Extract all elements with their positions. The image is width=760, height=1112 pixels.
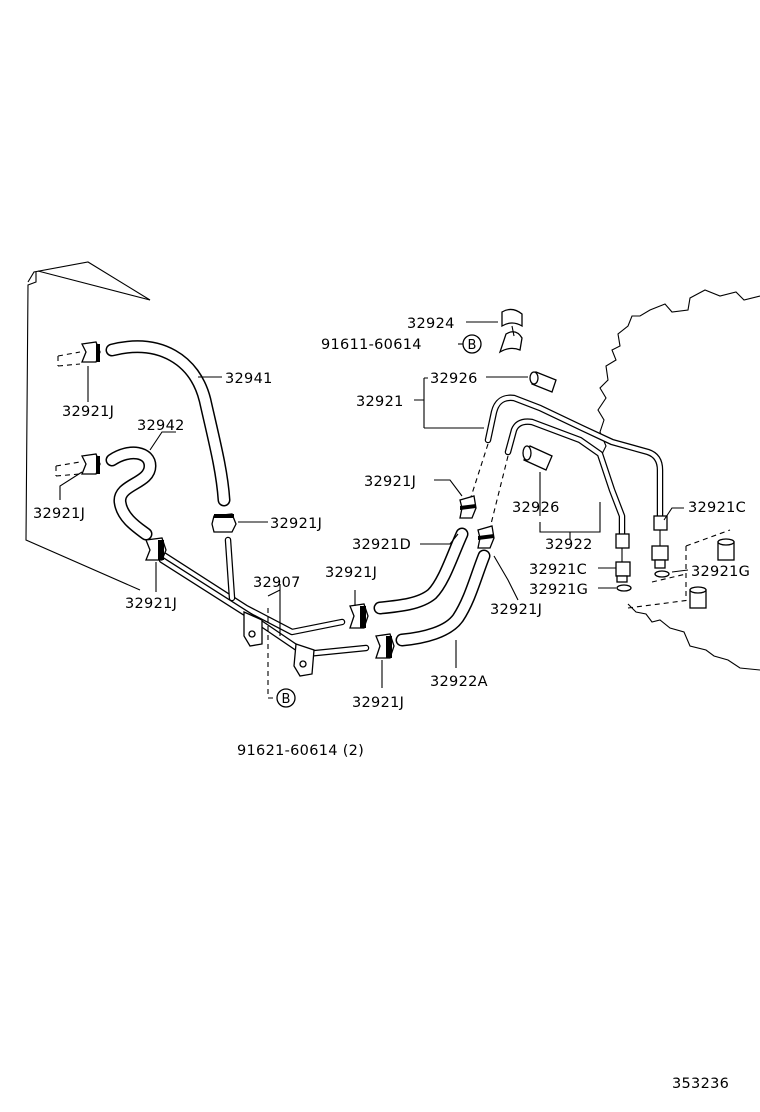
hose-clip-left-lower (145, 537, 167, 561)
label-32921J-bottom-left: 32921J (125, 596, 177, 612)
sleeve-32926-upper (529, 371, 557, 393)
label-32921J-right-center: 32921J (490, 602, 542, 618)
transmission-housing-outline (597, 289, 760, 671)
label-32921J-mid-left: 32921J (33, 506, 85, 522)
label-32921C-right: 32921C (688, 500, 746, 516)
hose-clip-right-center (477, 525, 495, 549)
label-32921J-center: 32921J (364, 474, 416, 490)
ref-b-bolt-upper: B (462, 334, 482, 354)
label-32926-upper: 32926 (430, 371, 478, 387)
pipe-hidden-line-2 (489, 455, 509, 529)
hose-32941 (105, 340, 231, 507)
gasket-32921G-center (616, 584, 632, 592)
label-32921J-bottom: 32921J (352, 695, 404, 711)
label-32921C-center: 32921C (529, 562, 587, 578)
ref-b-letter: B (468, 338, 477, 353)
label-91611-60614: 91611-60614 (321, 337, 422, 353)
label-32921J-mid: 32921J (270, 516, 322, 532)
pipe-assembly-32921 (484, 394, 664, 520)
label-32921G-center: 32921G (529, 582, 588, 598)
hose-clip-center (459, 495, 477, 519)
ref-b-bolt-lower: B (276, 688, 296, 708)
clamp-32924 (498, 308, 523, 354)
part-labels: 32924 91611-60614 32941 32926 32921 3292… (33, 316, 750, 759)
label-32921G-right: 32921G (691, 564, 750, 580)
label-91621-60614: 91621-60614 (2) (237, 743, 364, 759)
gasket-32921G-right (654, 570, 670, 578)
label-32926-lower: 32926 (512, 500, 560, 516)
fitting-32921C-center (615, 533, 631, 583)
label-32921J-top-left: 32921J (62, 404, 114, 420)
label-32922: 32922 (545, 537, 593, 553)
hose-clip-ml-hidden (55, 461, 81, 477)
housing-boss-lower (689, 586, 707, 609)
pipe-assembly-32907 (158, 536, 370, 677)
pipe-hidden-line-1 (469, 443, 489, 501)
hose-clip-lower-center-1 (349, 603, 369, 629)
pipe-assembly-32922 (504, 418, 626, 538)
hose-clip-upper-mid (211, 513, 237, 533)
hose-clip-tl (81, 341, 101, 363)
label-32907: 32907 (253, 575, 301, 591)
label-32921D: 32921D (352, 537, 411, 553)
label-32941: 32941 (225, 371, 273, 387)
label-32922A: 32922A (430, 674, 488, 690)
bolt-hidden-line (267, 608, 276, 699)
hose-32942 (105, 446, 157, 541)
leader-lines (59, 321, 689, 688)
hose-clip-lower-center-2 (375, 633, 395, 659)
hose-clip-tl-hidden (57, 351, 81, 367)
hose-32921D (373, 527, 469, 615)
housing-boss-upper (717, 538, 735, 561)
label-32924: 32924 (407, 316, 455, 332)
ref-b-letter: B (282, 692, 291, 707)
hose-clip-ml (81, 453, 101, 475)
illustration-number: 353236 (672, 1076, 729, 1092)
engine-block-outline (25, 261, 151, 591)
fitting-32921C-right (651, 515, 669, 569)
hose-32922A (395, 549, 491, 647)
label-32921J-small: 32921J (325, 565, 377, 581)
sleeve-32926-lower (522, 445, 553, 471)
label-32921: 32921 (356, 394, 404, 410)
label-32942: 32942 (137, 418, 185, 434)
